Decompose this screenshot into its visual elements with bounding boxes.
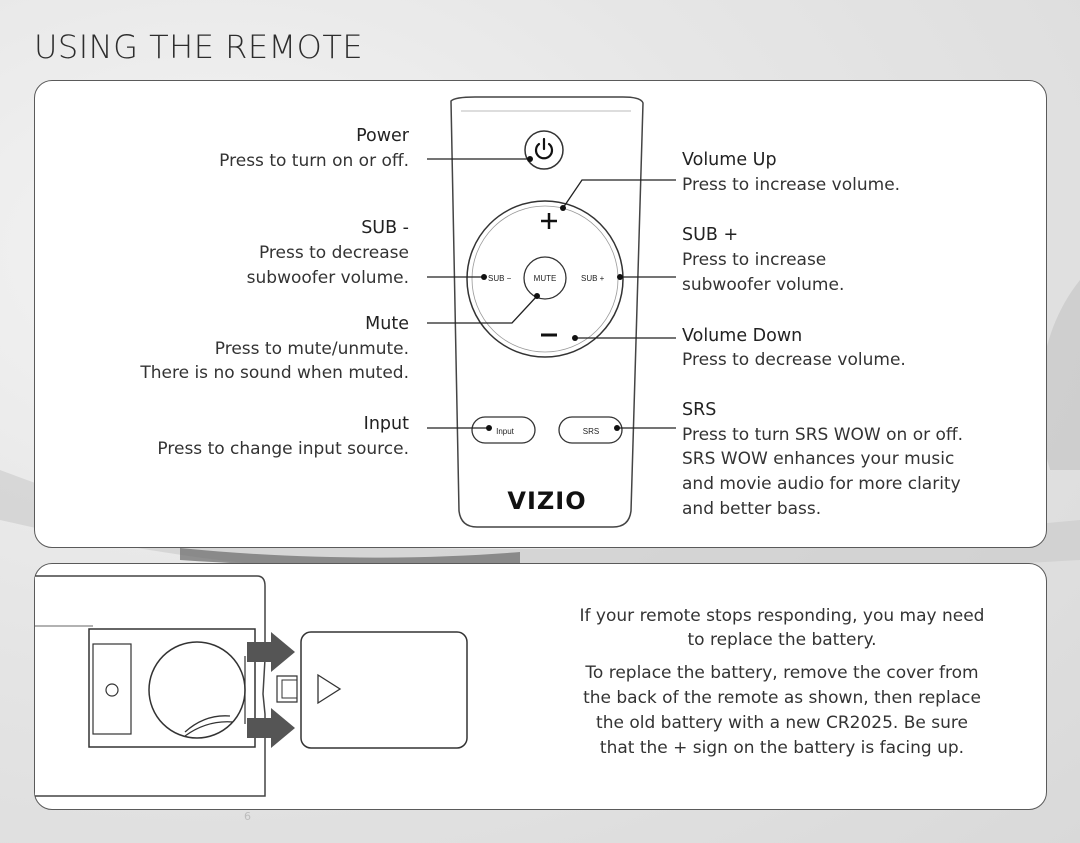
sub-plus-callout-desc-2: subwoofer volume. [682, 275, 845, 295]
battery-text-2b: the back of the remote as shown, then re… [583, 688, 981, 708]
srs-callout-desc-4: and better bass. [682, 499, 822, 519]
srs-button[interactable]: SRS [558, 416, 623, 444]
battery-text-2a: To replace the battery, remove the cover… [585, 663, 979, 683]
volume-down-callout-title: Volume Down [682, 326, 803, 346]
power-callout-desc: Press to turn on or off. [219, 151, 409, 171]
volume-down-callout-desc: Press to decrease volume. [682, 350, 906, 370]
srs-callout-title: SRS [682, 400, 717, 420]
screw-hole-icon [105, 683, 119, 697]
power-callout-title: Power [356, 126, 409, 146]
battery-panel [34, 563, 1047, 810]
volume-up-callout-title: Volume Up [682, 150, 777, 170]
mute-callout-desc-2: There is no sound when muted. [140, 363, 409, 383]
vizio-logo: VIZIO [507, 487, 586, 515]
battery-cover [300, 631, 468, 749]
remote-diagram-panel: SUB − SUB + MUTE Input SRS VIZIO [34, 80, 1047, 548]
sub-minus-callout-title: SUB - [361, 218, 409, 238]
battery-text-1b: to replace the battery. [687, 630, 877, 650]
sub-minus-callout-desc-2: subwoofer volume. [246, 268, 409, 288]
callout-lines [427, 156, 676, 431]
battery-illustration [35, 575, 468, 797]
srs-callout-desc-3: and movie audio for more clarity [682, 474, 961, 494]
sub-plus-button-label[interactable]: SUB + [581, 274, 605, 283]
input-callout-title: Input [363, 414, 409, 434]
volume-up-callout-desc: Press to increase volume. [682, 175, 901, 195]
input-callout-desc: Press to change input source. [157, 439, 409, 459]
sub-minus-callout-desc-1: Press to decrease [258, 243, 409, 263]
power-button[interactable] [524, 130, 564, 170]
slide-arrow-icon [247, 632, 295, 748]
power-icon [534, 137, 554, 160]
sub-plus-callout-title: SUB + [682, 225, 739, 245]
sub-minus-button-label[interactable]: SUB − [488, 274, 512, 283]
input-button-label: Input [496, 427, 515, 436]
srs-callout-desc-1: Press to turn SRS WOW on or off. [682, 425, 964, 445]
mute-callout-title: Mute [365, 314, 409, 334]
page-number: 6 [244, 810, 251, 823]
page-title: USING THE REMOTE [34, 28, 364, 66]
remote-illustration: SUB − SUB + MUTE Input SRS VIZIO [427, 96, 676, 528]
mute-callout-desc-1: Press to mute/unmute. [214, 339, 409, 359]
battery-text-1a: If your remote stops responding, you may… [579, 606, 985, 626]
mute-button-label: MUTE [534, 274, 557, 283]
srs-callout-desc-2: SRS WOW enhances your music [682, 449, 955, 469]
battery-text-2c: the old battery with a new CR2025. Be su… [596, 713, 968, 733]
sub-plus-callout-desc-1: Press to increase [682, 250, 827, 270]
mute-button[interactable]: MUTE [523, 256, 567, 300]
battery-text-2d: that the + sign on the battery is facing… [599, 738, 965, 758]
srs-button-label: SRS [583, 427, 599, 436]
input-button[interactable]: Input [471, 416, 536, 444]
triangle-arrow-icon [317, 673, 342, 705]
volume-up-button[interactable] [541, 213, 557, 229]
